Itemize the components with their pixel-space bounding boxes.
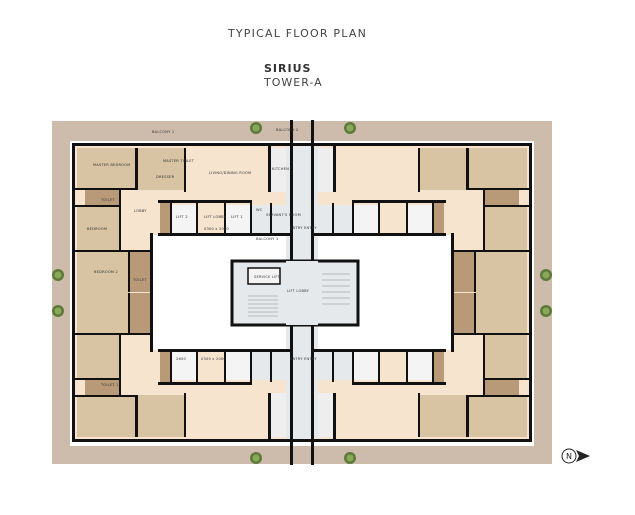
label-bedroom-2: BEDROOM 2 xyxy=(94,270,118,274)
label-lift-lobby: LIFT LOBBY xyxy=(204,215,227,219)
palm-tree-icon xyxy=(250,452,262,464)
building-core xyxy=(230,259,360,327)
label-lift-dimension: 0300 x 2000 xyxy=(204,227,229,231)
tower-label: SIRIUS TOWER-A xyxy=(264,62,323,90)
label-toilet-2: TOILET xyxy=(132,278,147,282)
label-toilet: TOILET xyxy=(100,198,115,202)
label-servants-room: SERVANT'S ROOM xyxy=(266,213,301,217)
palm-tree-icon xyxy=(540,269,552,281)
label-lift-dimension-small: 2600 xyxy=(176,357,186,361)
label-entry: ENTRY xyxy=(290,357,303,361)
label-lift-1: LIFT 1 xyxy=(231,215,243,219)
label-core-lift-lobby: LIFT LOBBY xyxy=(287,289,310,293)
palm-tree-icon xyxy=(344,122,356,134)
tower-name: TOWER-A xyxy=(264,76,323,89)
building-name: SIRIUS xyxy=(264,62,312,75)
north-label: N xyxy=(566,452,572,461)
label-balcony-2: BALCONY 2 xyxy=(276,128,298,132)
label-master-bedroom: MASTER BEDROOM xyxy=(93,163,131,167)
label-toilet-1: TOILET 1 xyxy=(100,383,119,387)
label-lobby: LOBBY xyxy=(134,209,147,213)
label-bedroom: BEDROOM xyxy=(87,227,107,231)
north-arrow-icon: N xyxy=(561,448,590,464)
palm-tree-icon xyxy=(250,122,262,134)
label-entry: ENTRY xyxy=(304,226,317,230)
label-balcony-1: BALCONY 1 xyxy=(152,130,174,134)
label-entry: ENTRY xyxy=(304,357,317,361)
page-title: TYPICAL FLOOR PLAN xyxy=(227,27,368,40)
label-lift-dimension: 0300 x 2000 xyxy=(201,357,226,361)
palm-tree-icon xyxy=(52,269,64,281)
label-balcony-3: BALCONY 3 xyxy=(256,237,278,241)
label-wc: WC xyxy=(256,208,263,212)
label-entry: ENTRY xyxy=(290,226,303,230)
label-dresser: DRESSER xyxy=(156,175,175,179)
palm-tree-icon xyxy=(540,305,552,317)
label-living-dining: LIVING/DINING ROOM xyxy=(209,171,251,175)
palm-tree-icon xyxy=(344,452,356,464)
palm-tree-icon xyxy=(52,305,64,317)
label-service-lift: SERVICE LIFT xyxy=(254,275,281,279)
label-lift-2: LIFT 2 xyxy=(176,215,188,219)
label-master-toilet: MASTER TOILET xyxy=(163,159,195,163)
label-kitchen: KITCHEN xyxy=(272,167,289,171)
